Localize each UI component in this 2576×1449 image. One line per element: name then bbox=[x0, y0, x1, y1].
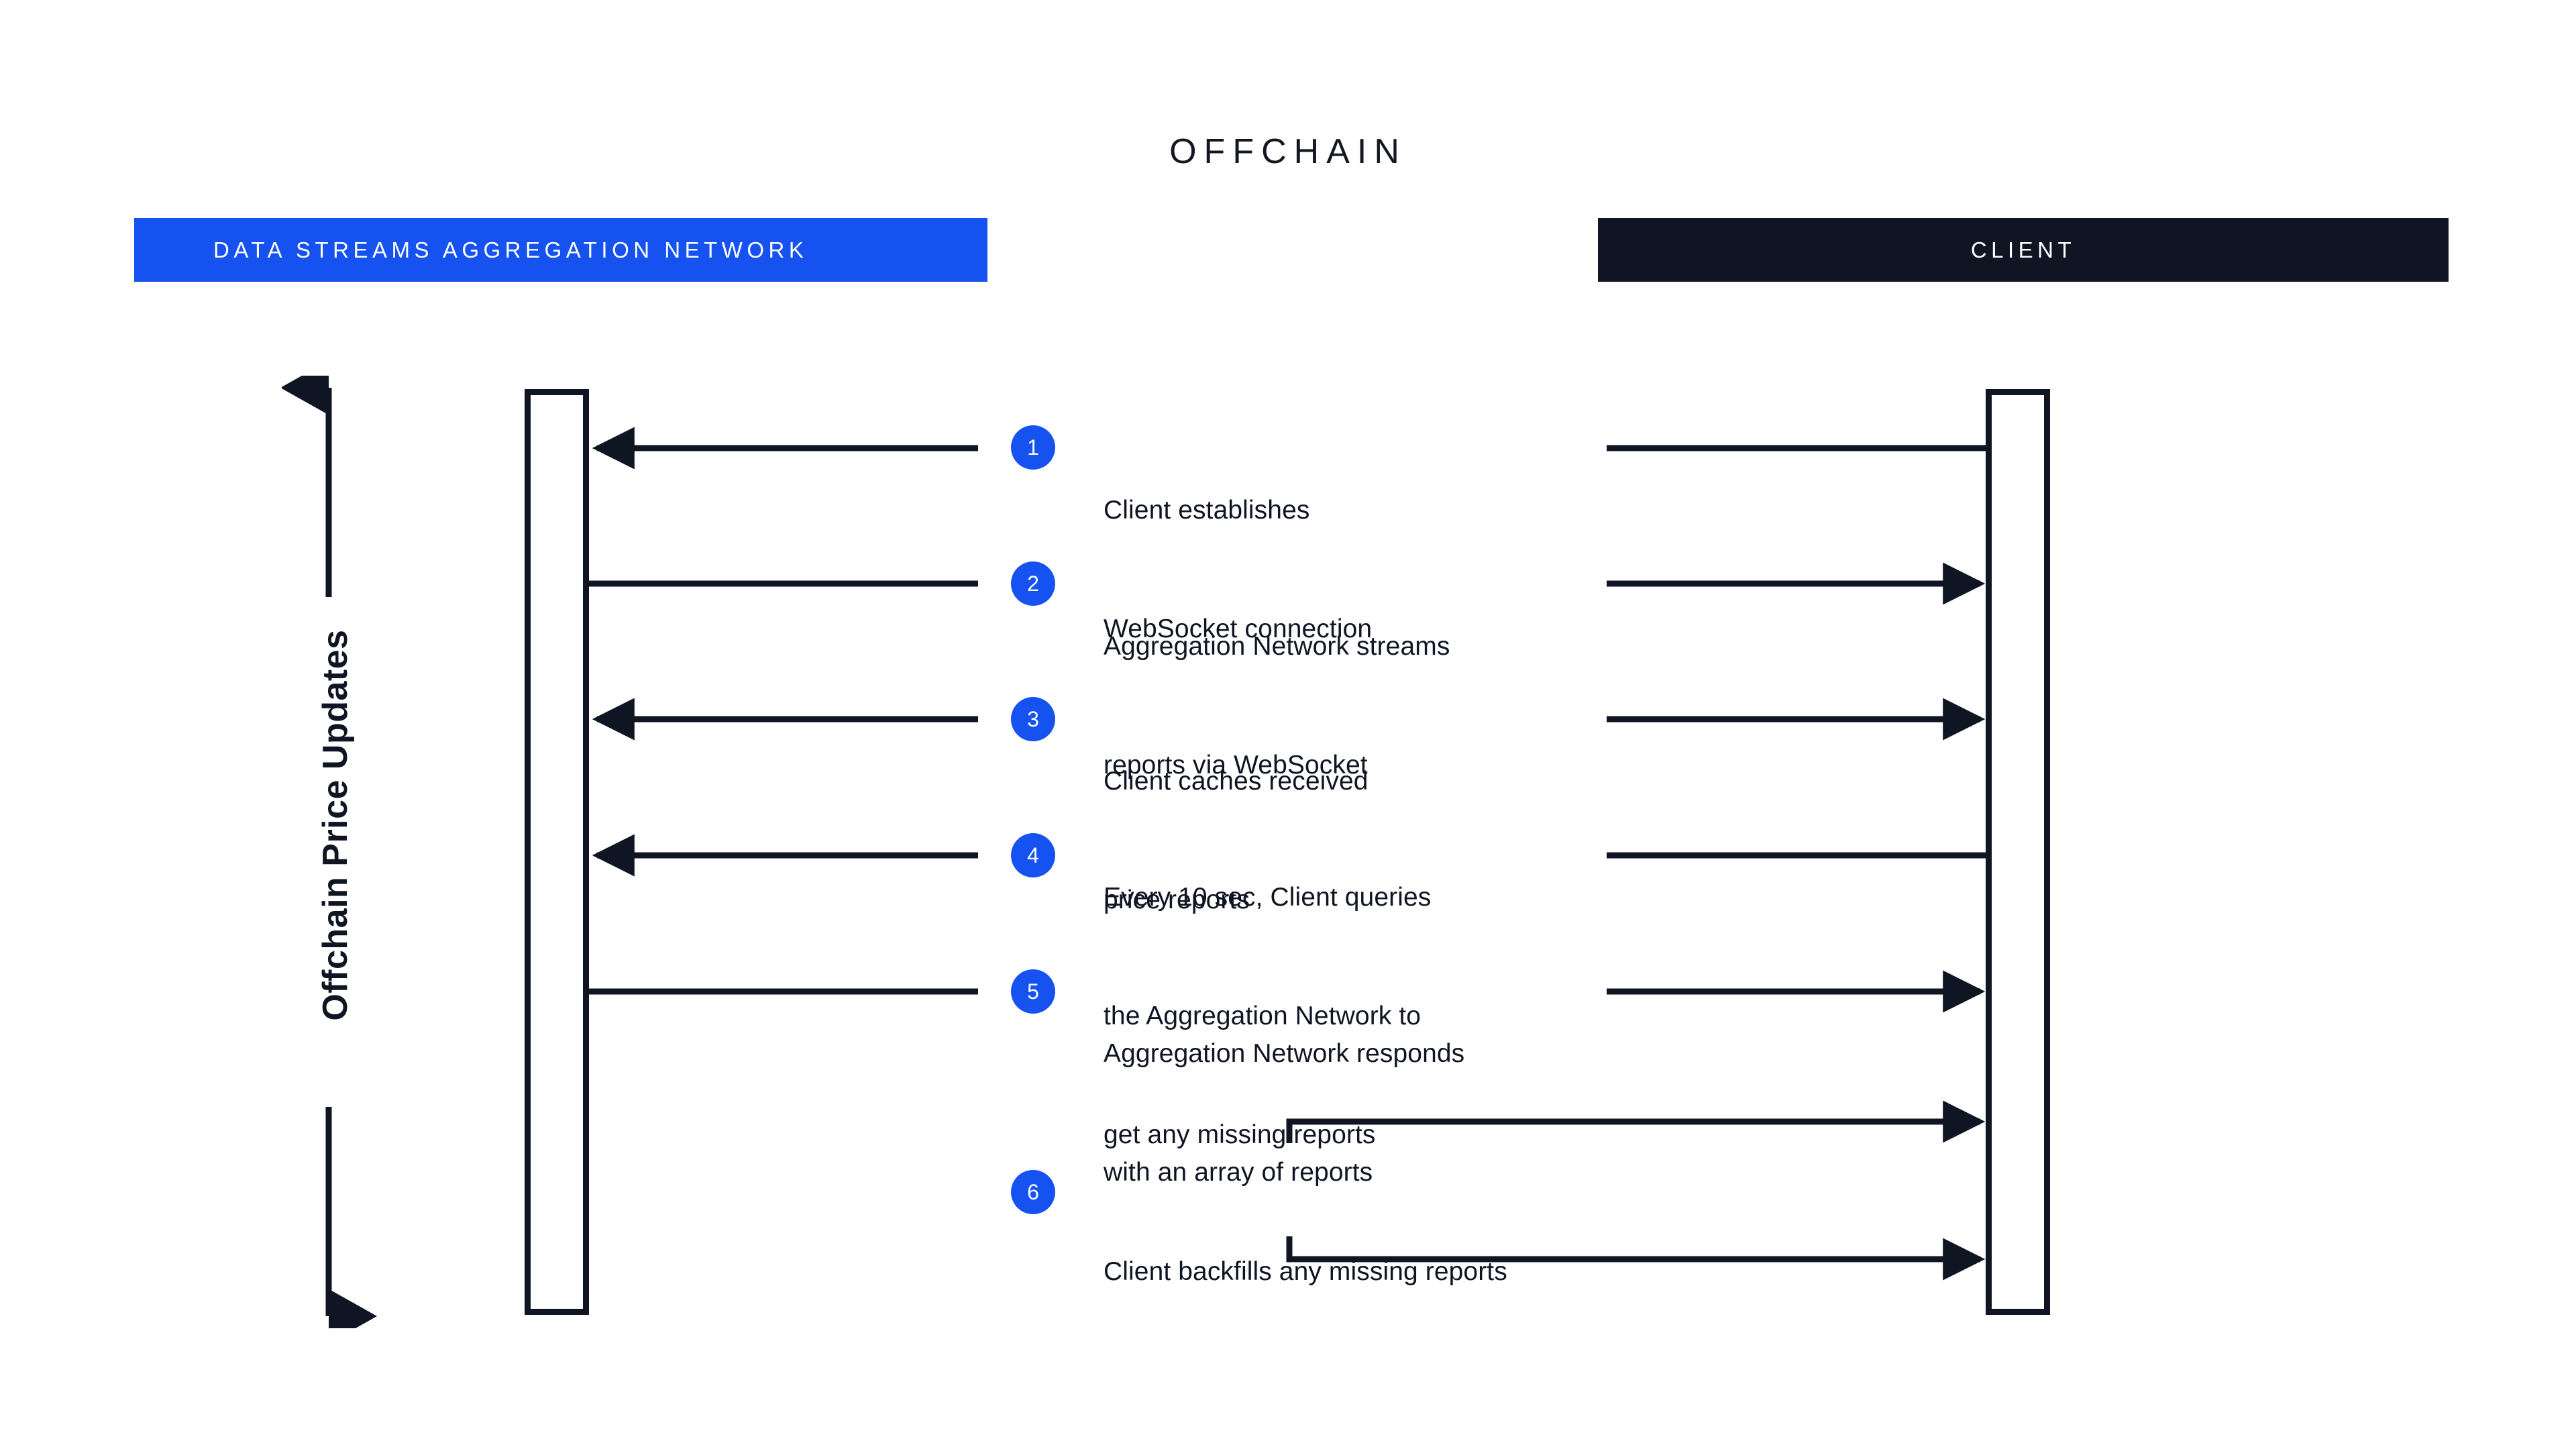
page-title: OFFCHAIN bbox=[1169, 132, 1407, 171]
step-text-6-line-1: Client backfills any missing reports bbox=[1104, 1257, 1507, 1286]
step-badge-4: 4 bbox=[1011, 833, 1055, 877]
step-text-4-line-2: the Aggregation Network to bbox=[1104, 1002, 1421, 1030]
actor-label-aggregation-network: DATA STREAMS AGGREGATION NETWORK bbox=[213, 237, 808, 262]
step-text-4-line-3: get any missing reports bbox=[1104, 1120, 1376, 1149]
arrow-step6-bottom bbox=[1286, 1236, 1986, 1281]
step-text-2-line-2: reports via WebSocket bbox=[1104, 751, 1368, 780]
step-badge-2: 2 bbox=[1011, 561, 1055, 606]
step-text-3: Client caches received price reports bbox=[1104, 682, 1368, 999]
lifeline-aggregation-network bbox=[525, 389, 589, 1315]
step-text-1-line-2: WebSocket connection bbox=[1104, 614, 1373, 643]
step-text-1: Client establishes WebSocket connection bbox=[1104, 411, 1372, 728]
actor-header-client: CLIENT bbox=[1598, 218, 2449, 282]
step-badge-3: 3 bbox=[1011, 697, 1055, 741]
step-text-4: Every 10 sec, Client queries the Aggrega… bbox=[1104, 798, 1431, 1234]
step-text-5-line-2: with an array of reports bbox=[1104, 1158, 1373, 1187]
step-text-4-line-1: Every 10 sec, Client queries bbox=[1104, 883, 1432, 912]
step-badge-5: 5 bbox=[1011, 969, 1055, 1014]
step-text-2-line-1: Aggregation Network streams bbox=[1104, 632, 1450, 661]
actor-label-client: CLIENT bbox=[1970, 237, 2076, 262]
vertical-double-arrow-icon bbox=[282, 376, 377, 1328]
step-text-2: Aggregation Network streams reports via … bbox=[1104, 547, 1450, 864]
offchain-price-updates-span: Offchain Price Updates bbox=[282, 376, 389, 1328]
step-text-5-line-1: Aggregation Network responds bbox=[1104, 1039, 1465, 1068]
step-text-3-line-1: Client caches received bbox=[1104, 767, 1368, 796]
step-text-5: Aggregation Network responds with an arr… bbox=[1104, 955, 1464, 1271]
step-text-1-line-1: Client establishes bbox=[1104, 496, 1310, 525]
actor-header-aggregation-network: DATA STREAMS AGGREGATION NETWORK bbox=[134, 218, 987, 282]
step-badge-1: 1 bbox=[1011, 425, 1055, 470]
step-text-6: Client backfills any missing reports bbox=[1104, 1173, 1507, 1371]
arrow-step6-top bbox=[1286, 1100, 1986, 1143]
lifeline-client bbox=[1986, 389, 2050, 1315]
step-badge-6: 6 bbox=[1011, 1170, 1055, 1214]
step-text-3-line-2: price reports bbox=[1104, 885, 1250, 914]
